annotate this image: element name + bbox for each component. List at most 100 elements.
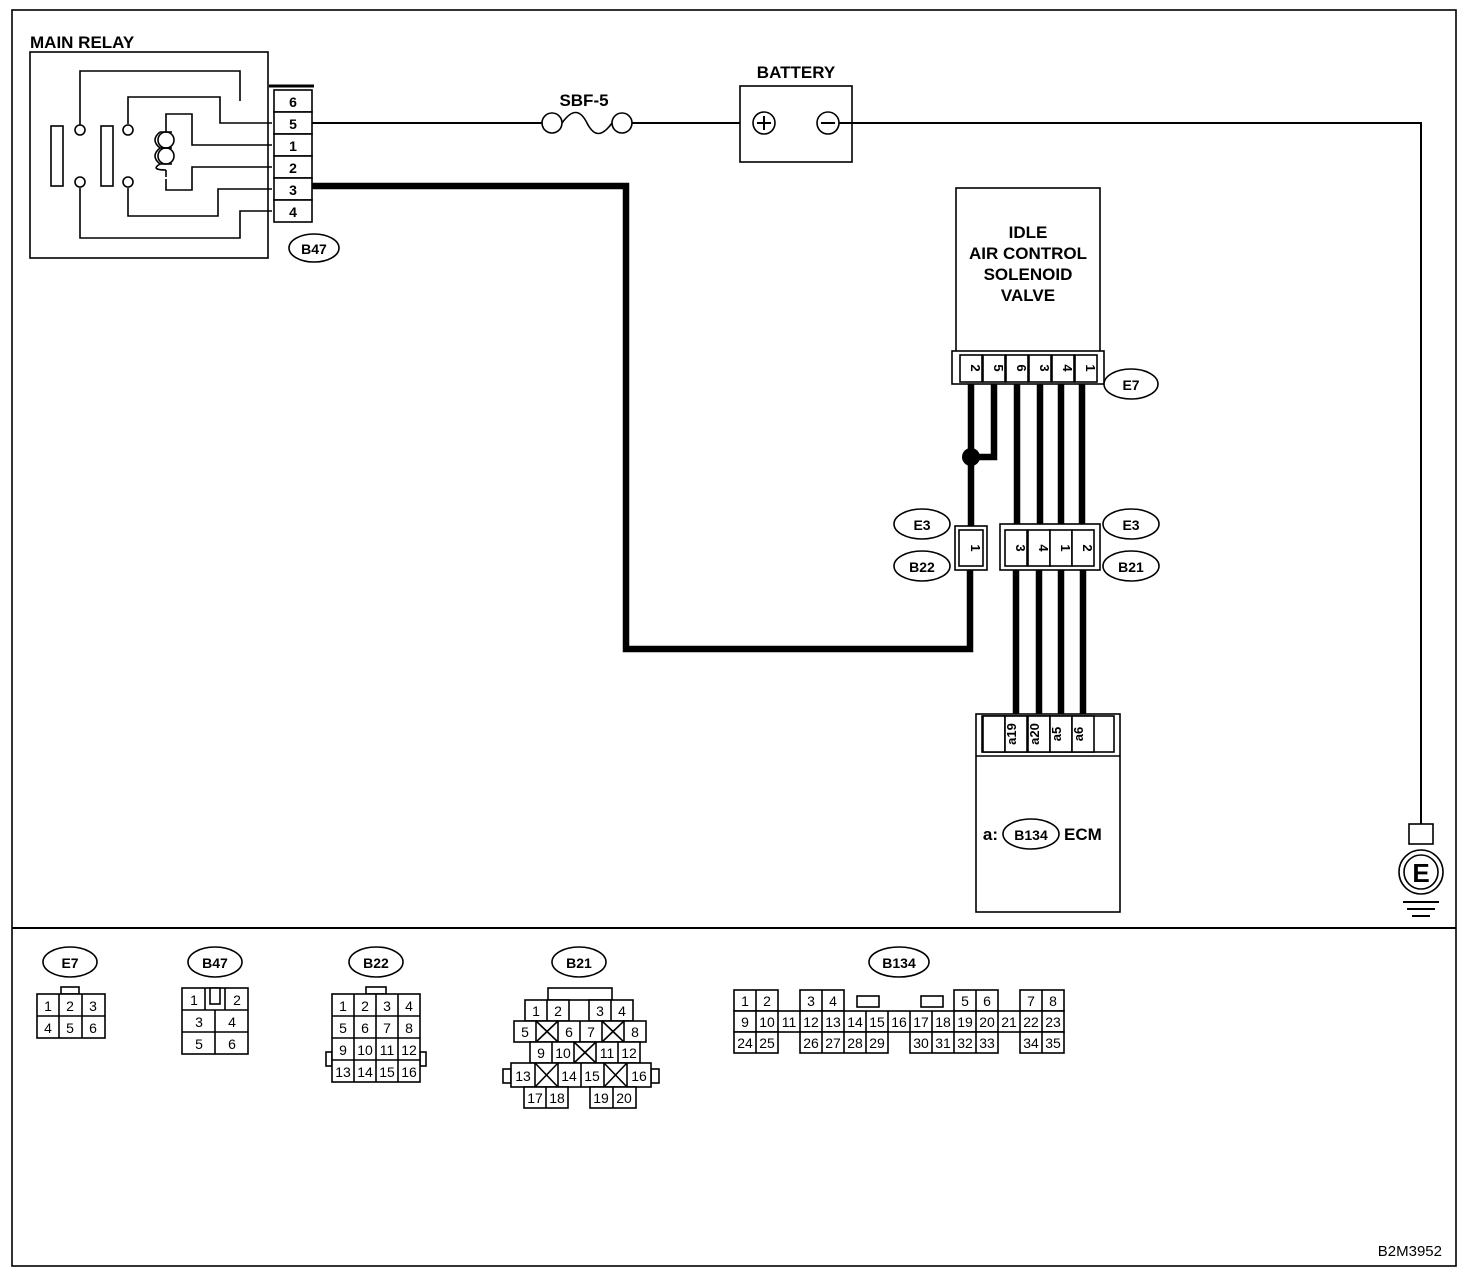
- fuse-sbf5: SBF-5: [541, 91, 633, 135]
- diagram-frame: [11, 9, 1457, 1267]
- e3-connector-label: E3: [1122, 517, 1139, 533]
- pin-number: 17: [913, 1014, 929, 1030]
- pin-number: 9: [537, 1045, 545, 1061]
- pin-number: 23: [1045, 1014, 1061, 1030]
- splice-point: [962, 448, 980, 466]
- b47-connector-label: B47: [301, 241, 327, 257]
- ecm-pin-label: a6: [1071, 727, 1086, 741]
- pin-number: 4: [618, 1003, 626, 1019]
- pin-number: 25: [759, 1035, 775, 1051]
- b22-pin-label: 1: [968, 544, 983, 551]
- pin-number: 1: [190, 992, 198, 1008]
- pin-number: 1: [339, 998, 347, 1014]
- pin-number: 8: [405, 1020, 413, 1036]
- pin-number: 2: [66, 998, 74, 1014]
- ecm-prefix: a:: [983, 825, 998, 844]
- pin-number: 3: [195, 1014, 203, 1030]
- connector-view-title: B22: [363, 955, 389, 971]
- ground-symbol: E: [1412, 858, 1429, 888]
- pin-number: 9: [741, 1014, 749, 1030]
- pin-number: 16: [631, 1068, 647, 1084]
- pin-number: 15: [379, 1064, 395, 1080]
- pin-number: 13: [515, 1068, 531, 1084]
- connector-view-b22: B22 1 2 3 4 5 6 7 8 9 10 11 12 13 14 15 …: [325, 946, 427, 1083]
- idle-air-control-solenoid-valve: IDLE AIR CONTROL SOLENOID VALVE 2 5 6 3 …: [951, 187, 1159, 400]
- fuse-label: SBF-5: [559, 91, 608, 110]
- pin-number: 11: [782, 1014, 797, 1030]
- pin-number: 30: [913, 1035, 929, 1051]
- pin-number: 18: [549, 1090, 565, 1106]
- pin-number: 14: [561, 1068, 577, 1084]
- b47-connector-badge: [288, 233, 340, 263]
- pin-number: 3: [89, 998, 97, 1014]
- iac-pin-label: 1: [1083, 364, 1098, 371]
- pin-number: 35: [1045, 1035, 1061, 1051]
- battery: BATTERY: [739, 63, 853, 163]
- pin-number: 18: [935, 1014, 951, 1030]
- ecm-pin-label: a19: [1004, 723, 1019, 745]
- iac-pin-label: 2: [968, 364, 983, 371]
- connector-view-b21: B21 1 2 3 4 5 6 7 8 9 10 11: [502, 946, 660, 1109]
- connector-view-title: B47: [202, 955, 228, 971]
- iac-valve-title-line: IDLE: [1009, 223, 1048, 242]
- relay-pin-label: 1: [289, 138, 297, 154]
- pin-number: 12: [621, 1045, 637, 1061]
- pin-number: 14: [847, 1014, 863, 1030]
- pin-number: 13: [335, 1064, 351, 1080]
- pin-number: 14: [357, 1064, 373, 1080]
- b21-pin-label: 4: [1036, 544, 1051, 552]
- ground-point: E: [1398, 823, 1444, 917]
- pin-number: 4: [829, 993, 837, 1009]
- pin-number: 20: [979, 1014, 995, 1030]
- iac-pin-label: 3: [1037, 364, 1052, 371]
- pin-number: 16: [401, 1064, 417, 1080]
- pin-number: 20: [616, 1090, 632, 1106]
- main-relay-connector: 6 5 1 2 3 4: [273, 89, 313, 223]
- pin-number: 19: [593, 1090, 609, 1106]
- main-relay-body: [29, 51, 269, 259]
- main-relay-title: MAIN RELAY: [30, 33, 135, 52]
- pin-number: 16: [891, 1014, 907, 1030]
- pin-number: 12: [401, 1042, 417, 1058]
- pin-number: 3: [807, 993, 815, 1009]
- relay-pin-label: 4: [289, 204, 297, 220]
- iac-valve-title-line: VALVE: [1001, 286, 1055, 305]
- ecm-pin-label: a20: [1027, 723, 1042, 745]
- pin-number: 19: [957, 1014, 973, 1030]
- pin-number: 8: [1049, 993, 1057, 1009]
- pin-number: 6: [228, 1036, 236, 1052]
- pin-number: 22: [1023, 1014, 1039, 1030]
- pin-number: 6: [89, 1020, 97, 1036]
- b21-pin-label: 1: [1058, 544, 1073, 551]
- pin-number: 13: [825, 1014, 841, 1030]
- pin-number: 5: [521, 1024, 529, 1040]
- ecm: a19 a20 a5 a6 a: B134 ECM: [975, 713, 1121, 913]
- pin-number: 15: [869, 1014, 885, 1030]
- relay-pin-label: 2: [289, 160, 297, 176]
- pin-number: 3: [596, 1003, 604, 1019]
- pin-number: 33: [979, 1035, 995, 1051]
- pin-number: 8: [631, 1024, 639, 1040]
- joint-connector-e3-b21: 3 4 1 2 E3 B21: [999, 508, 1160, 582]
- pin-number: 2: [554, 1003, 562, 1019]
- pin-number: 10: [357, 1042, 373, 1058]
- connector-view-title: B134: [882, 955, 916, 971]
- iac-pin-label: 6: [1014, 364, 1029, 371]
- b22-connector-label: B22: [909, 559, 935, 575]
- pin-number: 21: [1001, 1014, 1017, 1030]
- wire-battery-ground: [839, 122, 1422, 824]
- pin-number: 34: [1023, 1035, 1039, 1051]
- pin-number: 24: [737, 1035, 753, 1051]
- wire-relay-to-b22: [312, 182, 974, 653]
- relay-pin-label: 3: [289, 182, 297, 198]
- pin-number: 31: [935, 1035, 951, 1051]
- main-relay: MAIN RELAY 6 5 1 2: [29, 33, 340, 263]
- e7-connector-label: E7: [1122, 377, 1139, 393]
- iac-valve-body: [955, 187, 1101, 367]
- pin-number: 5: [339, 1020, 347, 1036]
- pin-number: 5: [66, 1020, 74, 1036]
- pin-number: 2: [361, 998, 369, 1014]
- b21-pin-label: 2: [1080, 544, 1095, 551]
- figure-code: B2M3952: [1378, 1243, 1442, 1260]
